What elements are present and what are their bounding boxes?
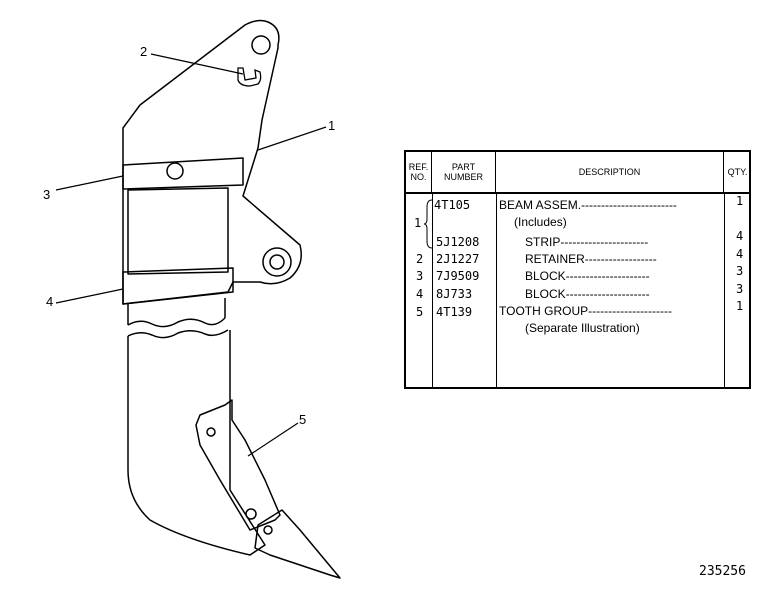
strip-plate xyxy=(127,187,229,275)
row-description: BEAM ASSEM.------------------------ xyxy=(499,198,677,212)
row-qty: 3 xyxy=(736,264,744,278)
hole-pivot-outer xyxy=(262,247,292,277)
break-line-top xyxy=(127,298,226,328)
header-description: DESCRIPTION xyxy=(496,152,724,192)
row-description: (Separate Illustration) xyxy=(525,321,640,335)
hole-block xyxy=(166,162,184,180)
row-description: TOOTH GROUP--------------------- xyxy=(499,304,673,318)
row-qty: 3 xyxy=(736,282,744,296)
col-divider-2 xyxy=(496,192,497,387)
beam-upper xyxy=(122,19,302,305)
row-part: 5J1208 xyxy=(436,235,480,249)
row-ref: 2 xyxy=(416,252,424,266)
drawing-number: 235256 xyxy=(699,564,746,579)
row-qty: 4 xyxy=(736,247,744,261)
row-part: 2J1227 xyxy=(436,252,480,266)
header-ref: REF. NO. xyxy=(406,152,432,192)
tooth-adapter xyxy=(195,399,281,531)
callout-3: 3 xyxy=(43,187,51,202)
break-line-bottom xyxy=(127,329,229,339)
callout-5: 5 xyxy=(299,412,307,427)
hole-top xyxy=(251,35,271,55)
leader-3 xyxy=(55,175,124,191)
leader-5 xyxy=(247,422,299,457)
block-4 xyxy=(122,267,234,305)
row-qty: 1 xyxy=(736,299,744,313)
row-ref: 5 xyxy=(416,305,424,319)
header-qty: QTY. xyxy=(727,167,748,177)
header-part: PART NUMBER xyxy=(432,152,496,192)
bolt-tooth xyxy=(263,525,273,535)
row-qty: 4 xyxy=(736,229,744,243)
row-description: STRIP---------------------- xyxy=(525,235,649,249)
row-ref: 3 xyxy=(416,269,424,283)
tooth xyxy=(254,509,341,579)
col-divider-3 xyxy=(724,192,725,387)
callout-4: 4 xyxy=(46,294,54,309)
col-divider-1 xyxy=(432,192,433,387)
callout-1: 1 xyxy=(328,118,336,133)
block-3 xyxy=(122,157,244,190)
retainer-2 xyxy=(237,67,262,87)
leader-2 xyxy=(150,53,244,75)
row-description: (Includes) xyxy=(514,215,567,229)
callout-2: 2 xyxy=(140,44,148,59)
row-ref: 4 xyxy=(416,287,424,301)
header-divider xyxy=(406,192,749,194)
bolt-upper xyxy=(206,427,216,437)
row-part: 7J9509 xyxy=(436,269,480,283)
leader-1 xyxy=(257,126,327,151)
row-part: 4T139 xyxy=(436,305,473,319)
row-part: 4T105 xyxy=(434,198,471,212)
group-brace xyxy=(424,199,433,249)
parts-table: REF. NO. PART NUMBER DESCRIPTION QTY. 1 … xyxy=(404,150,751,389)
row-description: BLOCK--------------------- xyxy=(525,269,650,283)
hole-pivot-inner xyxy=(269,254,285,270)
row-qty: 1 xyxy=(736,194,744,208)
row-part: 8J733 xyxy=(436,287,473,301)
row-description: BLOCK--------------------- xyxy=(525,287,650,301)
row-description: RETAINER------------------ xyxy=(525,252,657,266)
shank-lower xyxy=(127,330,266,556)
bolt-lower xyxy=(245,508,257,520)
row-ref: 1 xyxy=(414,216,422,230)
leader-4 xyxy=(55,288,124,304)
